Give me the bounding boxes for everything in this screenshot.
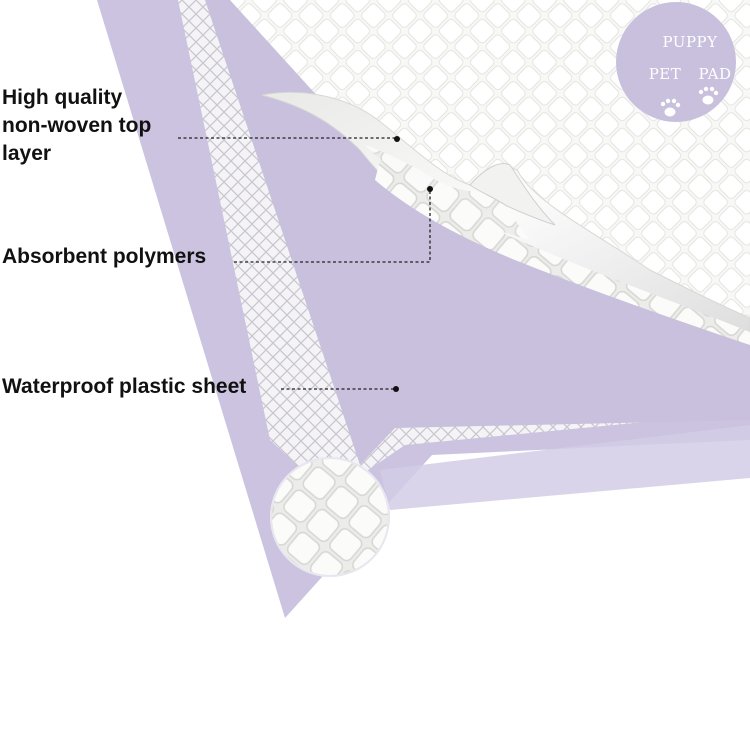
badge-text-pet: PET (649, 65, 682, 83)
badge-text-puppy: PUPPY (662, 33, 718, 51)
badge-text-pad: PAD (698, 65, 731, 83)
callout-top-layer: High quality non-woven top layer (2, 84, 182, 168)
callout-waterproof-sheet: Waterproof plastic sheet (2, 373, 292, 401)
callout-absorbent-polymers: Absorbent polymers (2, 243, 242, 271)
puppy-pet-pad-badge: PUPPY PET PAD (616, 2, 736, 122)
